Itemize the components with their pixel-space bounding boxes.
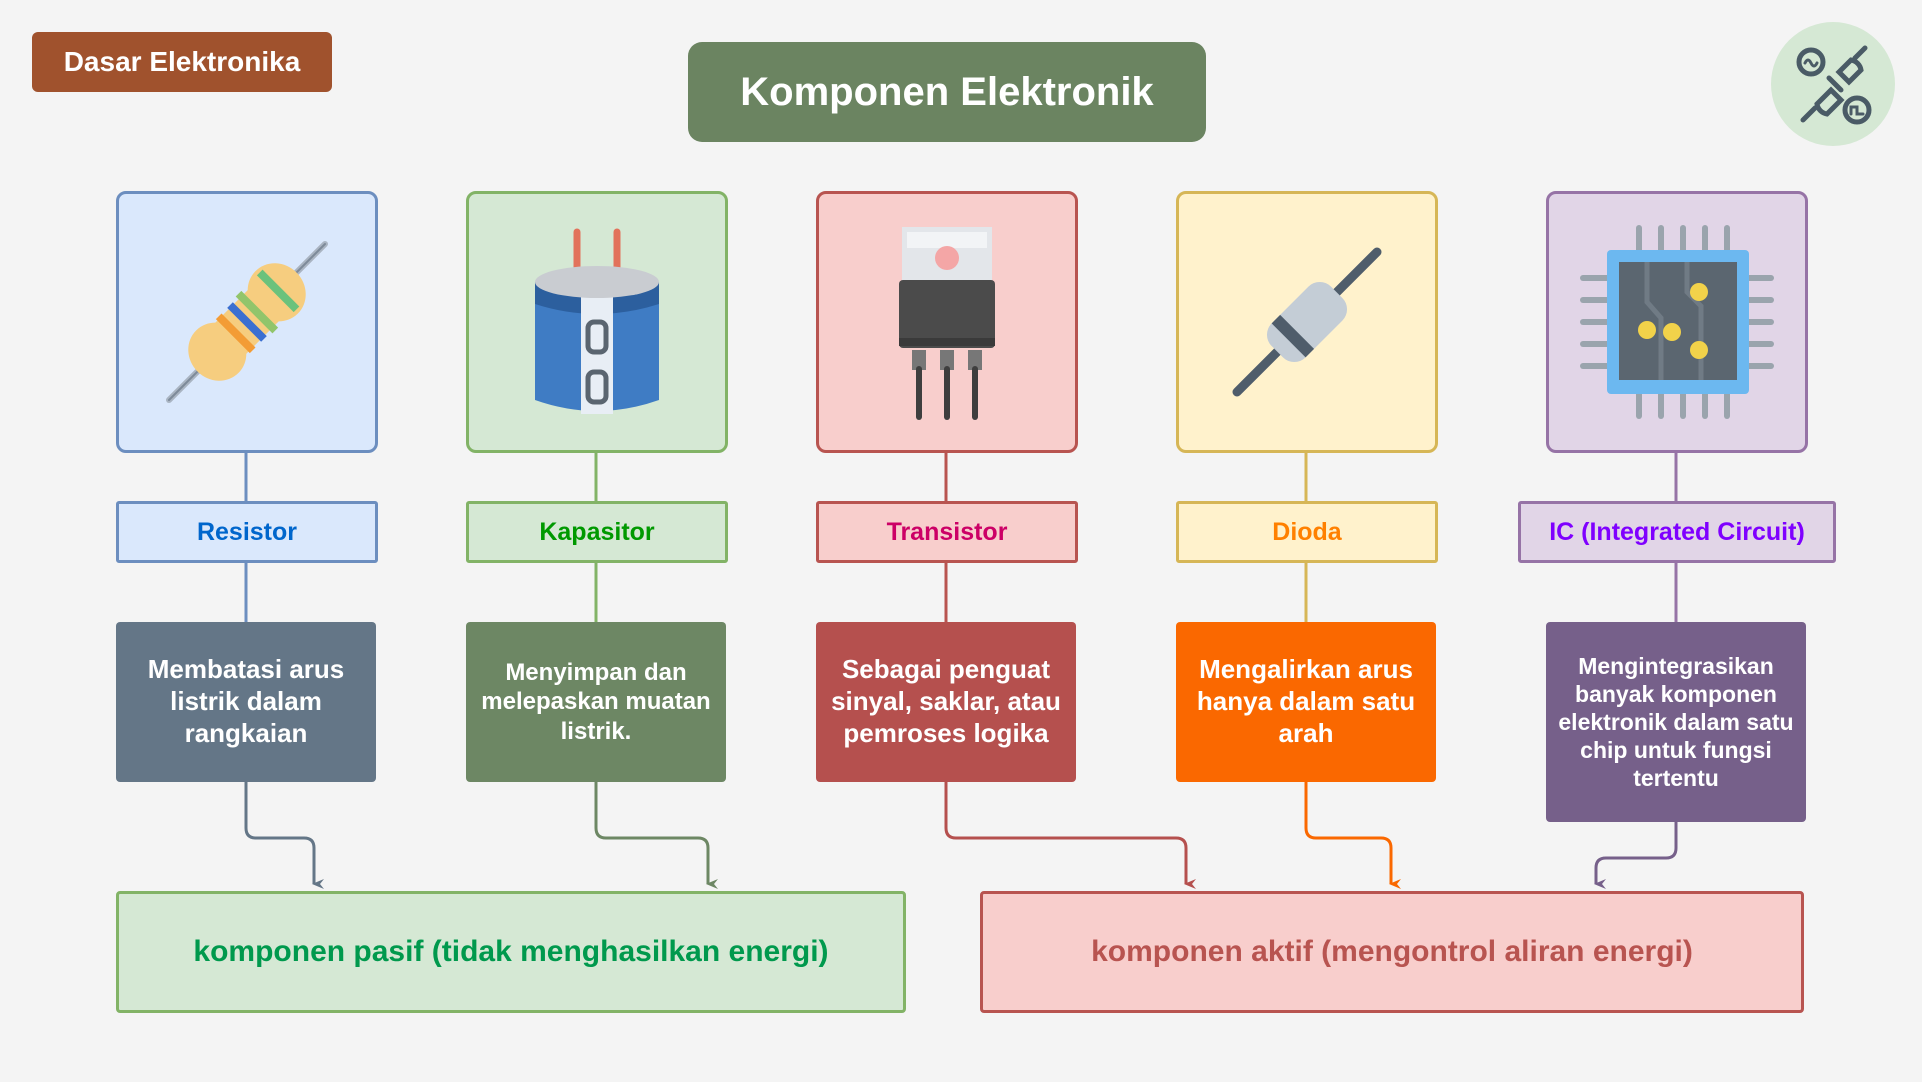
plug-graphic (1796, 45, 1872, 125)
label-transistor-text: Transistor (886, 517, 1008, 546)
resistor-card (116, 191, 378, 453)
ic-card (1546, 191, 1808, 453)
desc-ic: Mengintegrasikan banyak komponen elektro… (1546, 622, 1806, 822)
desc-ic-text: Mengintegrasikan banyak komponen elektro… (1558, 652, 1794, 792)
category-pasif-text: komponen pasif (tidak menghasilkan energ… (193, 935, 829, 968)
transistor-icon (899, 227, 995, 420)
page-title-text: Komponen Elektronik (740, 69, 1154, 114)
capacitor-icon (535, 228, 659, 414)
desc-resistor-text: Membatasi arus listrik dalam rangkaian (147, 654, 345, 748)
arrow-ic-to-aktif (1594, 822, 1678, 889)
dioda-card (1176, 191, 1438, 453)
desc-transistor-text: Sebagai penguat sinyal, saklar, atau pem… (831, 654, 1061, 748)
category-aktif-text: komponen aktif (mengontrol aliran energi… (1091, 935, 1693, 968)
arrow-kapasitor-to-pasif (594, 782, 718, 889)
arrow-transistor-to-aktif (944, 782, 1196, 889)
arrow-dioda-to-aktif (1304, 782, 1401, 889)
topic-badge: Dasar Elektronika (32, 32, 332, 92)
label-resistor-text: Resistor (196, 517, 298, 546)
desc-kapasitor: Menyimpan dan melepaskan muatan listrik. (466, 622, 726, 782)
label-transistor: Transistor (816, 501, 1078, 563)
label-dioda-text: Dioda (1272, 517, 1342, 546)
desc-dioda: Mengalirkan arus hanya dalam satu arah (1176, 622, 1436, 782)
category-arrows (244, 782, 1678, 889)
transistor-card (816, 191, 1078, 453)
category-pasif: komponen pasif (tidak menghasilkan energ… (116, 891, 906, 1013)
label-ic-text: IC (Integrated Circuit) (1549, 517, 1805, 546)
desc-transistor: Sebagai penguat sinyal, saklar, atau pem… (816, 622, 1076, 782)
topic-badge-label: Dasar Elektronika (63, 46, 301, 77)
desc-resistor: Membatasi arus listrik dalam rangkaian (116, 622, 376, 782)
label-ic: IC (Integrated Circuit) (1518, 501, 1836, 563)
desc-kapasitor-text: Menyimpan dan melepaskan muatan listrik. (481, 659, 711, 745)
desc-dioda-text: Mengalirkan arus hanya dalam satu arah (1196, 654, 1416, 748)
label-kapasitor: Kapasitor (466, 501, 728, 563)
label-resistor: Resistor (116, 501, 378, 563)
label-kapasitor-text: Kapasitor (539, 517, 655, 546)
ic-chip-icon (1580, 225, 1774, 419)
page-title: Komponen Elektronik (688, 42, 1206, 142)
resistor-icon (166, 241, 328, 403)
diode-icon (1232, 247, 1382, 397)
electric-plug-icon (1771, 22, 1895, 146)
arrow-resistor-to-pasif (244, 782, 324, 889)
kapasitor-card (466, 191, 728, 453)
label-dioda: Dioda (1176, 501, 1438, 563)
category-aktif: komponen aktif (mengontrol aliran energi… (980, 891, 1804, 1013)
